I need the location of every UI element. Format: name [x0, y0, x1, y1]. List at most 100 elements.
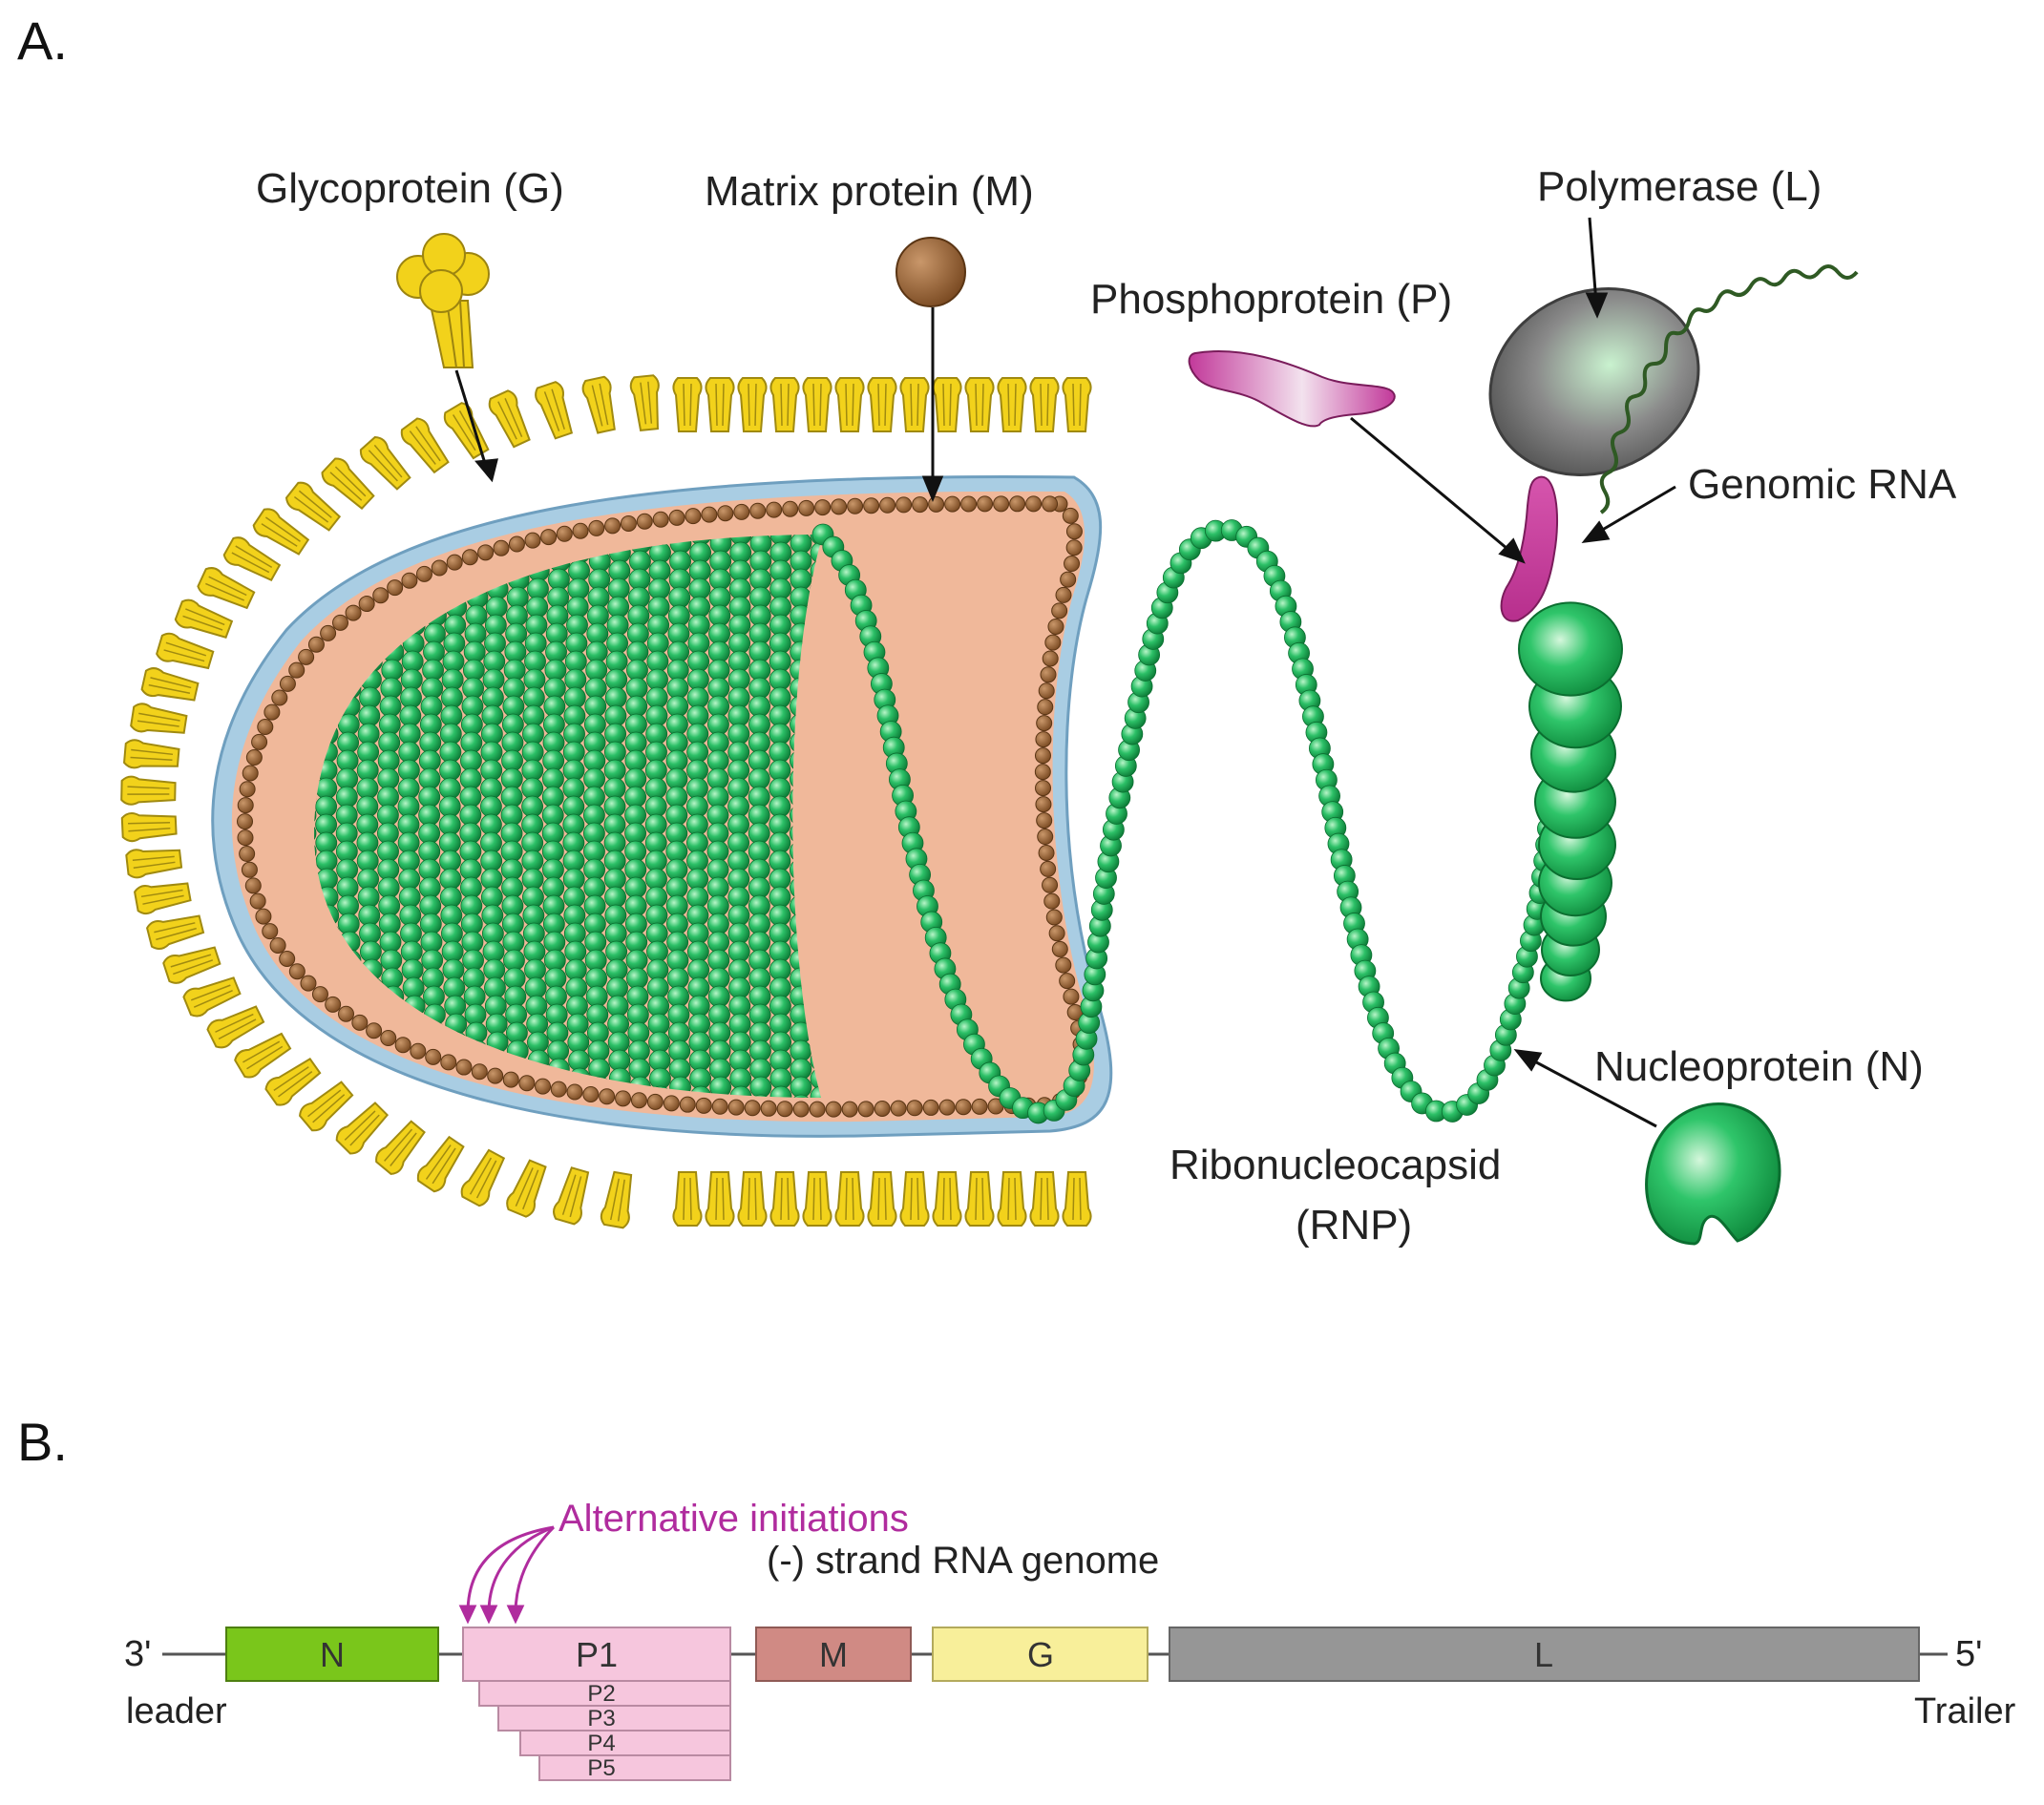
virion-particle: [120, 374, 1113, 1229]
matrix-bead: [461, 549, 478, 566]
spike-body: [400, 417, 450, 474]
spike-stripe: [683, 383, 692, 427]
spike-stripe: [812, 1177, 822, 1221]
spike-body: [997, 1171, 1027, 1227]
spike-stripe: [640, 381, 653, 425]
spike-body: [222, 536, 282, 582]
spike-stripe: [231, 545, 273, 574]
matrix-bead: [1038, 682, 1055, 700]
matrix-bead: [1037, 699, 1054, 716]
spike-stripe: [368, 444, 403, 482]
matrix-bead: [928, 495, 945, 513]
matrix-bead: [431, 559, 448, 577]
spike-body: [737, 377, 768, 432]
matrix-bead: [1036, 715, 1053, 732]
spike-body: [359, 435, 411, 491]
trailer-label: Trailer: [1914, 1691, 2016, 1732]
matrix-bead: [831, 498, 848, 515]
panel-a-label: A.: [17, 10, 68, 71]
matrix-bead: [239, 846, 256, 863]
spike-body: [769, 1171, 800, 1227]
matrix-bead: [792, 1101, 810, 1118]
capsid-bead: [429, 1094, 452, 1098]
matrix-bead: [401, 572, 418, 589]
matrix-bead: [711, 1098, 728, 1115]
matrix-bead: [922, 1099, 939, 1116]
gene-p5-label: P5: [587, 1755, 615, 1781]
spike-stripe: [877, 383, 887, 427]
phosphoprotein-icon: [1188, 350, 1396, 428]
spike-icon: [1062, 1171, 1092, 1227]
capsid-bead: [709, 1076, 732, 1098]
capsid-bead: [389, 1094, 411, 1098]
matrix-bead: [288, 963, 306, 980]
spike-stripe: [190, 984, 233, 1008]
spike-stripe: [154, 922, 197, 941]
capsid-bead: [314, 840, 317, 863]
capsid-bead: [314, 1039, 327, 1062]
spike-stripe: [170, 954, 214, 976]
matrix-bead: [1025, 495, 1043, 513]
spike-body: [997, 377, 1027, 432]
matrix-bead: [890, 1100, 907, 1117]
spike-stripe: [469, 1157, 497, 1199]
spike-stripe: [683, 1177, 692, 1221]
spike-icon: [867, 1171, 897, 1227]
spike-stripe: [140, 889, 184, 905]
glycoprotein-spikes: [120, 374, 1092, 1229]
matrix-bead: [311, 986, 328, 1003]
spike-stripe: [1040, 1177, 1049, 1221]
spike-body: [932, 1171, 962, 1227]
matrix-bead: [372, 587, 390, 604]
spike-body: [705, 377, 735, 432]
matrix-bead: [1055, 956, 1072, 974]
matrix-bead: [668, 509, 685, 526]
matrix-bead: [938, 1099, 956, 1116]
gene-p2-label: P2: [587, 1681, 615, 1707]
spike-body: [146, 914, 205, 951]
spike-stripe: [1007, 1177, 1017, 1221]
matrix-bead: [863, 497, 880, 514]
spike-icon: [629, 374, 660, 432]
genome-map: N P1 P2 P3 P4 P5 M G L 3' 5' leader Trai…: [124, 1498, 2016, 1781]
polymerase-complex: [1188, 264, 1859, 622]
spike-body: [1029, 1171, 1060, 1227]
ribonucleocapsid-chain: [811, 519, 1568, 1124]
matrix-bead: [455, 1059, 473, 1076]
spike-icon: [140, 667, 200, 702]
matrix-bead: [351, 1014, 369, 1031]
matrix-bead: [1009, 495, 1026, 513]
spike-body: [335, 1102, 390, 1155]
phosphoprotein-bound-icon: [1500, 475, 1559, 622]
capsid-bead: [348, 535, 371, 555]
matrix-bead: [307, 636, 325, 653]
spike-stripe: [910, 1177, 919, 1221]
matrix-bead: [535, 1078, 552, 1095]
spike-icon: [1029, 1171, 1060, 1227]
spike-body: [416, 1135, 465, 1193]
matrix-bead: [760, 1100, 777, 1117]
capsid-bead: [790, 1076, 812, 1098]
spike-icon: [672, 1171, 703, 1227]
spike-icon: [737, 1171, 768, 1227]
spike-stripe: [715, 1177, 725, 1221]
spike-body: [120, 812, 178, 843]
spike-icon: [234, 1032, 292, 1079]
gene-p3-box: [497, 1705, 731, 1732]
gene-p3-label: P3: [587, 1706, 615, 1732]
alternative-initiation-arrows: [458, 1525, 556, 1625]
capsid-bead: [314, 822, 317, 845]
matrix-bead: [912, 496, 929, 514]
spike-icon: [134, 882, 192, 915]
spike-icon: [769, 377, 800, 432]
gene-g-label: G: [1027, 1635, 1054, 1674]
matrix-bead: [1035, 780, 1052, 797]
matrix-bead: [1065, 539, 1083, 556]
matrix-bead: [701, 506, 718, 523]
matrix-bead: [1048, 925, 1065, 942]
rnp-label: (RNP): [1296, 1202, 1412, 1249]
matrix-bead: [1065, 523, 1083, 540]
glycoprotein-icon: [396, 233, 490, 368]
spike-stripe: [748, 1177, 757, 1221]
matrix-bead: [695, 1097, 712, 1114]
